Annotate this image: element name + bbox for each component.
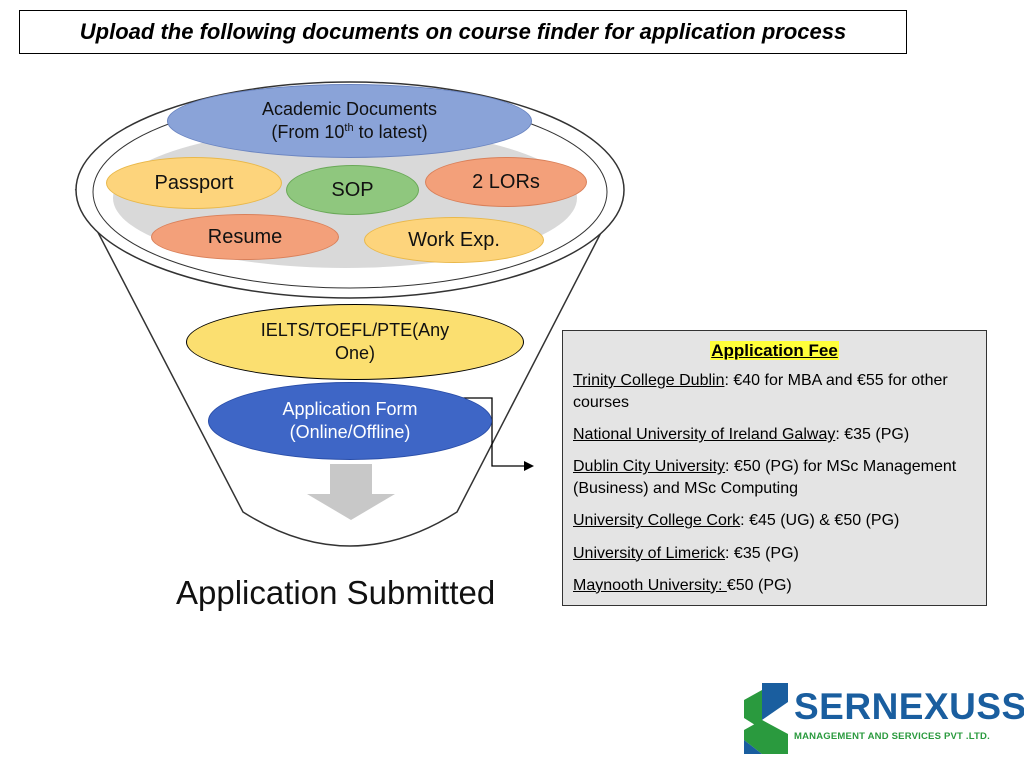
down-arrow-icon xyxy=(307,464,395,520)
fee-title: Application Fee xyxy=(710,341,839,360)
sop-node: SOP xyxy=(286,165,419,215)
fee-item: Maynooth University: €50 (PG) xyxy=(573,576,792,594)
lors-node: 2 LORs xyxy=(425,157,587,207)
fee-item: Dublin City University: €50 (PG) for MSc… xyxy=(573,458,957,498)
fee-item: University of Limerick: €35 (PG) xyxy=(573,544,799,562)
fee-item: National University of Ireland Galway: €… xyxy=(573,426,910,444)
academic-documents-node: Academic Documents(From 10th to latest) xyxy=(167,84,532,158)
arrowhead-icon xyxy=(524,461,534,471)
passport-node: Passport xyxy=(106,157,282,209)
company-logo: SERNEXUSS MANAGEMENT AND SERVICES PVT .L… xyxy=(742,680,1024,758)
application-fee-panel: Application Fee Trinity College Dublin: … xyxy=(562,330,987,606)
page-title: Upload the following documents on course… xyxy=(19,10,907,54)
resume-node: Resume xyxy=(151,214,339,260)
logo-mark-icon xyxy=(744,683,788,754)
application-submitted-label: Application Submitted xyxy=(176,574,496,611)
fee-item: Trinity College Dublin: €40 for MBA and … xyxy=(573,372,948,412)
work-exp-node: Work Exp. xyxy=(364,217,544,263)
logo-subtitle: MANAGEMENT AND SERVICES PVT .LTD. xyxy=(794,731,990,742)
fee-item: University College Cork: €45 (UG) & €50 … xyxy=(573,512,900,530)
logo-name: SERNEXUSS xyxy=(794,686,1024,727)
application-form-node: Application Form(Online/Offline) xyxy=(208,382,492,460)
connector-arrow xyxy=(454,397,524,467)
